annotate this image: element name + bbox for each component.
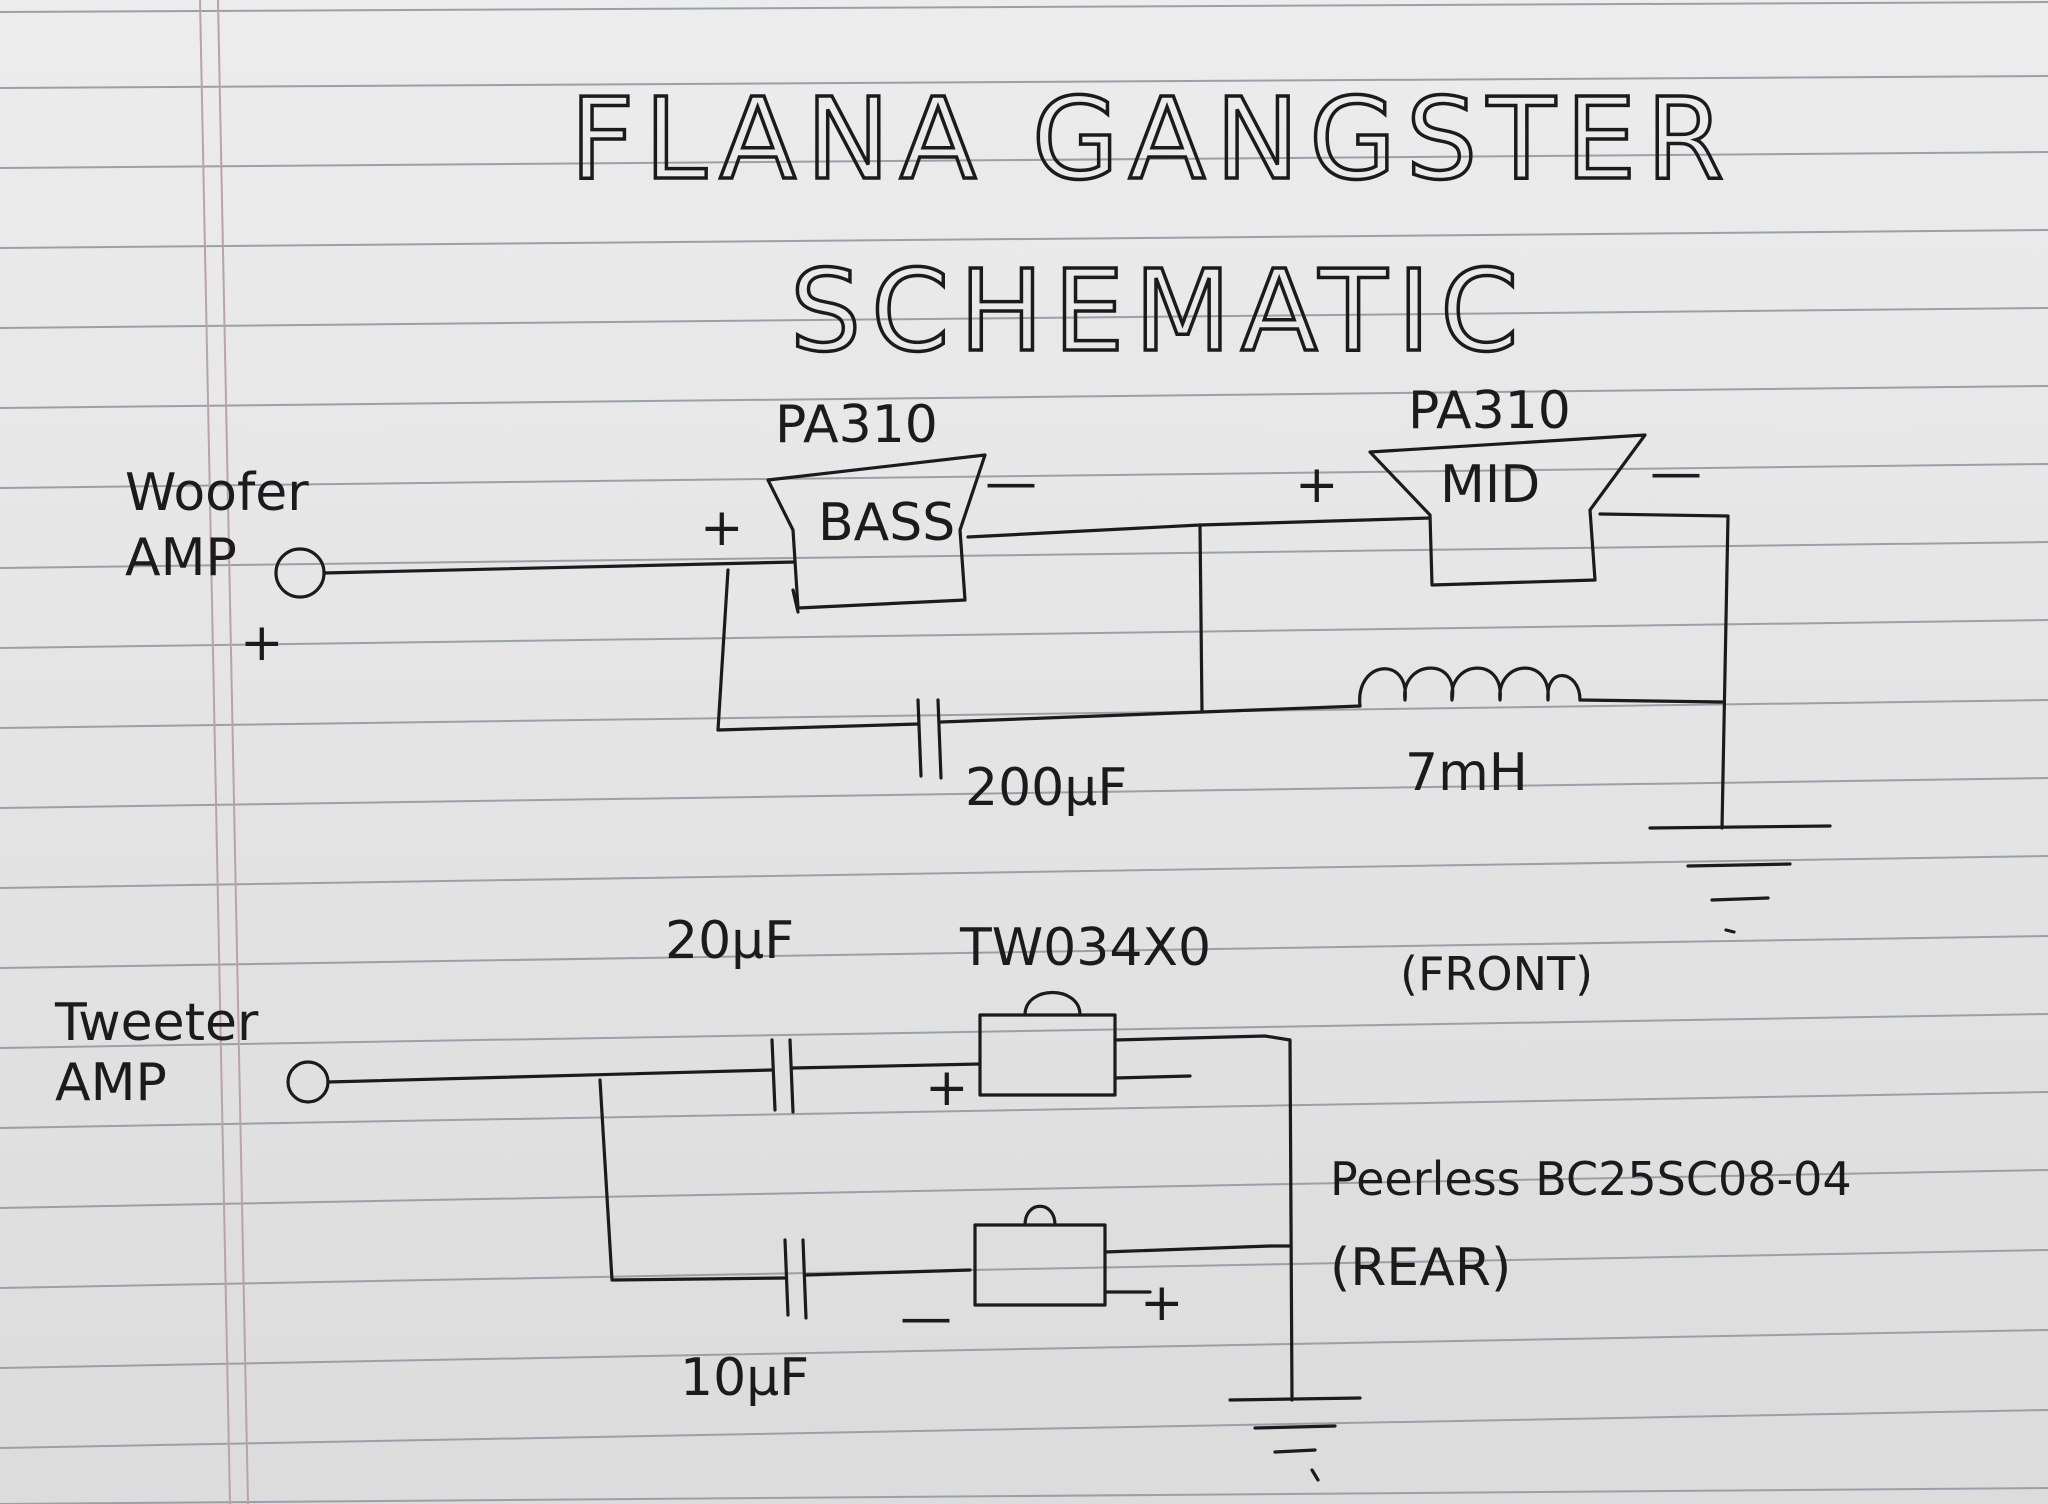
capacitor-10uf — [783, 1238, 808, 1320]
woofer-label-line2: AMP — [125, 528, 237, 588]
front-tweeter-symbol — [978, 991, 1117, 1097]
tweeter-label-line1: Tweeter — [54, 993, 259, 1053]
rear-tweeter-symbol — [973, 1204, 1107, 1307]
bass-driver-symbol — [766, 453, 987, 614]
woofer-input-terminal — [274, 547, 326, 599]
front-tweeter-return-wire — [1113, 1034, 1294, 1402]
capacitor-10uf-label: 10μF — [680, 1348, 809, 1408]
mid-driver-model: PA310 — [1408, 381, 1571, 441]
margin-lines — [199, 0, 249, 1504]
tweeter-label-line2: AMP — [55, 1053, 167, 1113]
front-tweeter-position: (FRONT) — [1400, 947, 1593, 1001]
mid-minus: — — [1650, 443, 1702, 503]
rear-branch-wire — [598, 1078, 787, 1282]
inductor-7mh-label: 7mH — [1405, 743, 1528, 803]
rear-tweeter-return-wire — [1103, 1244, 1292, 1254]
inductor-right-wire — [1578, 698, 1724, 704]
ground-symbol — [1228, 1396, 1362, 1482]
bass-cap-right-wire — [939, 710, 1204, 724]
rear-tweeter-plus: + — [1140, 1273, 1184, 1333]
inductor-left-wire — [1200, 704, 1362, 714]
front-tweeter-input-wire — [791, 1062, 982, 1070]
mid-return-wire — [1598, 512, 1730, 830]
front-tweeter-plus: + — [925, 1058, 969, 1118]
title-line1: FLANA GANGSTER — [570, 75, 1734, 205]
capacitor-200uf-label: 200μF — [965, 758, 1127, 818]
inductor-7mh — [1358, 666, 1582, 708]
bass-driver-role: BASS — [818, 493, 955, 553]
bass-minus: — — [985, 453, 1037, 513]
bass-driver-model: PA310 — [775, 395, 938, 455]
bass-plus: + — [700, 498, 744, 558]
mid-plus: + — [1295, 455, 1339, 515]
ground-symbol — [1648, 824, 1832, 934]
bass-cap-left-wire — [716, 568, 920, 732]
tweeter-input-wire — [326, 1068, 774, 1084]
tweeter-input-terminal — [286, 1060, 330, 1104]
woofer-label-line1: Woofer — [125, 463, 309, 523]
mid-driver-role: MID — [1440, 455, 1540, 515]
rear-tweeter-position: (REAR) — [1330, 1238, 1511, 1298]
front-tweeter-minus-stub — [1113, 1074, 1192, 1080]
rear-tweeter-minus: — — [900, 1288, 952, 1348]
capacitor-20uf — [770, 1038, 795, 1114]
woofer-input-polarity: + — [240, 613, 284, 673]
capacitor-200uf — [916, 698, 943, 780]
rear-cap-right-wire — [804, 1268, 972, 1277]
woofer-input-wire — [322, 560, 797, 575]
capacitor-20uf-label: 20μF — [665, 911, 794, 971]
front-tweeter-model: TW034X0 — [959, 918, 1211, 978]
title-line2: SCHEMATIC — [790, 247, 1528, 377]
mid-driver-symbol — [1368, 433, 1647, 587]
rear-tweeter-model: Peerless BC25SC08-04 — [1330, 1152, 1852, 1206]
junction-down-wire — [1198, 523, 1204, 714]
